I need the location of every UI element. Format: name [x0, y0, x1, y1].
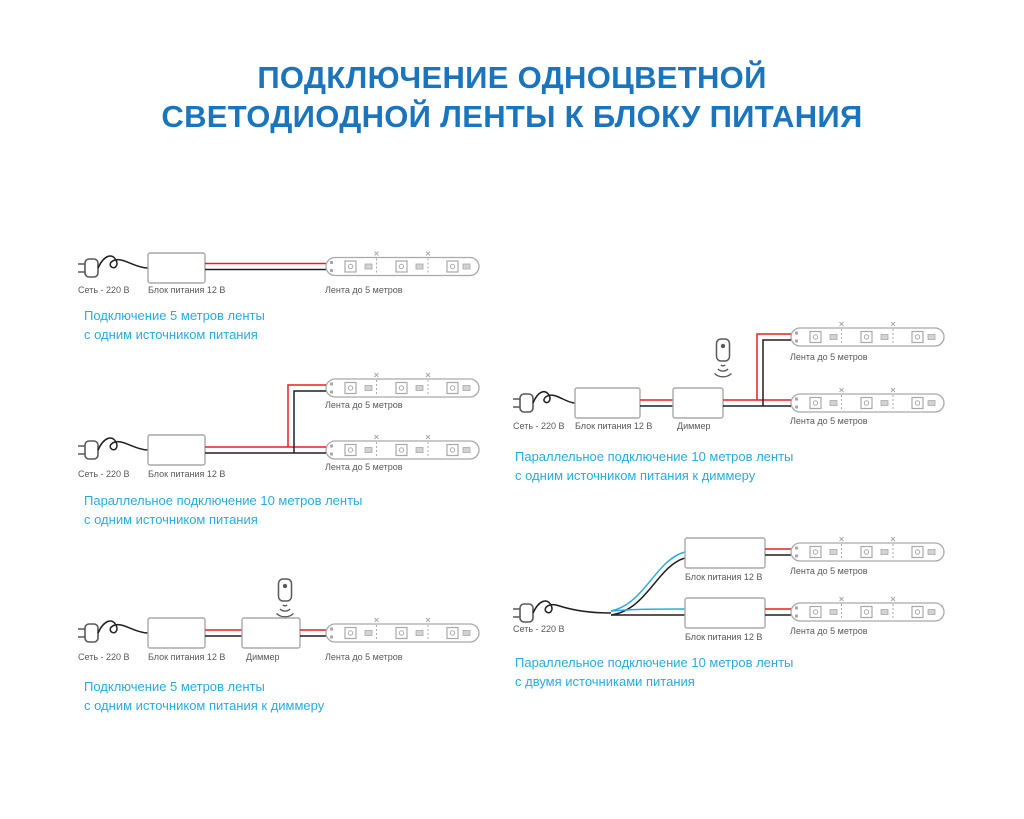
psu-box — [684, 597, 766, 629]
strip-label: Лента до 5 метров — [325, 400, 403, 410]
wire-red — [205, 384, 326, 448]
psu-label: Блок питания 12 В — [685, 632, 763, 642]
caption-line: Параллельное подключение 10 метров ленты — [84, 493, 363, 508]
strip-label: Лента до 5 метров — [790, 626, 868, 636]
caption-line: с двумя источниками питания — [515, 673, 695, 689]
led-strip — [325, 617, 480, 643]
diagram-2: Лента до 5 метров Лента до 5 метров Сеть… — [70, 370, 490, 535]
wire-black — [205, 390, 326, 454]
power-plug-icon — [78, 623, 99, 643]
wire-black — [723, 339, 791, 407]
diagram-4-caption: Параллельное подключение 10 метров ленты… — [515, 448, 793, 486]
psu-box — [574, 387, 641, 419]
strip-label: Лента до 5 метров — [790, 416, 868, 426]
mains-cord — [97, 437, 149, 451]
diagram-3-svg — [78, 578, 480, 649]
mains-label: Сеть - 220 В — [78, 469, 130, 479]
caption-line: Подключение 5 метров ленты — [84, 308, 265, 323]
led-strip — [325, 434, 480, 460]
mains-label: Сеть - 220 В — [513, 624, 565, 634]
caption-line: с одним источником питания — [84, 326, 258, 342]
strip-label: Лента до 5 метров — [790, 566, 868, 576]
strip-label: Лента до 5 метров — [790, 352, 868, 362]
led-strip — [790, 387, 945, 413]
caption-line: с одним источником питания к диммеру — [515, 467, 756, 483]
psu-label: Блок питания 12 В — [148, 469, 226, 479]
wire-black — [610, 557, 686, 616]
caption-line: с одним источником питания к диммеру — [84, 697, 325, 713]
power-plug-icon — [513, 603, 534, 623]
led-strip — [790, 596, 945, 622]
diagram-3-caption: Подключение 5 метров ленты с одним источ… — [84, 678, 324, 716]
led-strip — [325, 250, 480, 277]
psu-label: Блок питания 12 В — [685, 572, 763, 582]
diagram-5-caption: Параллельное подключение 10 метров ленты… — [515, 654, 793, 692]
mains-label: Сеть - 220 В — [78, 652, 130, 662]
diagram-1-caption: Подключение 5 метров ленты с одним источ… — [84, 307, 265, 345]
strip-label: Лента до 5 метров — [325, 652, 403, 662]
psu-box — [684, 537, 766, 569]
mains-cord — [97, 620, 149, 634]
caption-line: Подключение 5 метров ленты — [84, 679, 265, 694]
page-title-line1: ПОДКЛЮЧЕНИЕ ОДНОЦВЕТНОЙ — [257, 60, 767, 95]
wire-cyan — [610, 608, 686, 612]
page-title-line2: СВЕТОДИОДНОЙ ЛЕНТЫ К БЛОКУ ПИТАНИЯ — [161, 99, 863, 135]
dimmer-box — [241, 617, 301, 649]
wire-cyan — [610, 551, 686, 612]
diagram-5: Блок питания 12 В Лента до 5 метров Блок… — [505, 528, 965, 693]
psu-box — [147, 617, 206, 649]
diagram-4: Лента до 5 метров Лента до 5 метров Сеть… — [505, 318, 965, 483]
psu-label: Блок питания 12 В — [575, 421, 653, 431]
dimmer-label: Диммер — [677, 421, 711, 431]
dimmer-box — [672, 387, 724, 419]
psu-label: Блок питания 12 В — [148, 285, 226, 295]
psu-label: Блок питания 12 В — [148, 652, 226, 662]
led-strip — [325, 372, 480, 398]
caption-line: Параллельное подключение 10 метров ленты — [515, 655, 794, 670]
diagram-2-svg — [78, 372, 480, 466]
diagram-5-svg — [513, 536, 945, 629]
wire-red — [723, 333, 791, 401]
mains-label: Сеть - 220 В — [513, 421, 565, 431]
strip-label: Лента до 5 метров — [325, 285, 403, 295]
power-plug-icon — [513, 393, 534, 413]
mains-label: Сеть - 220 В — [78, 285, 130, 295]
diagram-3: Сеть - 220 В Блок питания 12 В Диммер Ле… — [70, 578, 490, 718]
power-plug-icon — [78, 440, 99, 460]
led-strip — [790, 536, 945, 562]
mains-cord — [97, 255, 149, 269]
dimmer-label: Диммер — [246, 652, 280, 662]
diagram-1-svg — [78, 250, 480, 284]
dimmer-remote-icon — [275, 578, 295, 618]
psu-box — [147, 434, 206, 466]
diagram-1: Сеть - 220 В Блок питания 12 В Лента до … — [70, 245, 490, 355]
mains-cord — [532, 600, 612, 614]
caption-line: с одним источником питания — [84, 511, 258, 527]
diagram-2-caption: Параллельное подключение 10 метров ленты… — [84, 492, 362, 530]
strip-label: Лента до 5 метров — [325, 462, 403, 472]
psu-box — [147, 252, 206, 284]
page-title: ПОДКЛЮЧЕНИЕ ОДНОЦВЕТНОЙ СВЕТОДИОДНОЙ ЛЕН… — [0, 58, 1024, 136]
caption-line: Параллельное подключение 10 метров ленты — [515, 449, 794, 464]
power-plug-icon — [78, 258, 99, 278]
led-strip — [790, 321, 945, 347]
diagram-4-svg — [513, 321, 945, 419]
mains-cord — [532, 390, 576, 404]
dimmer-remote-icon — [713, 338, 733, 378]
